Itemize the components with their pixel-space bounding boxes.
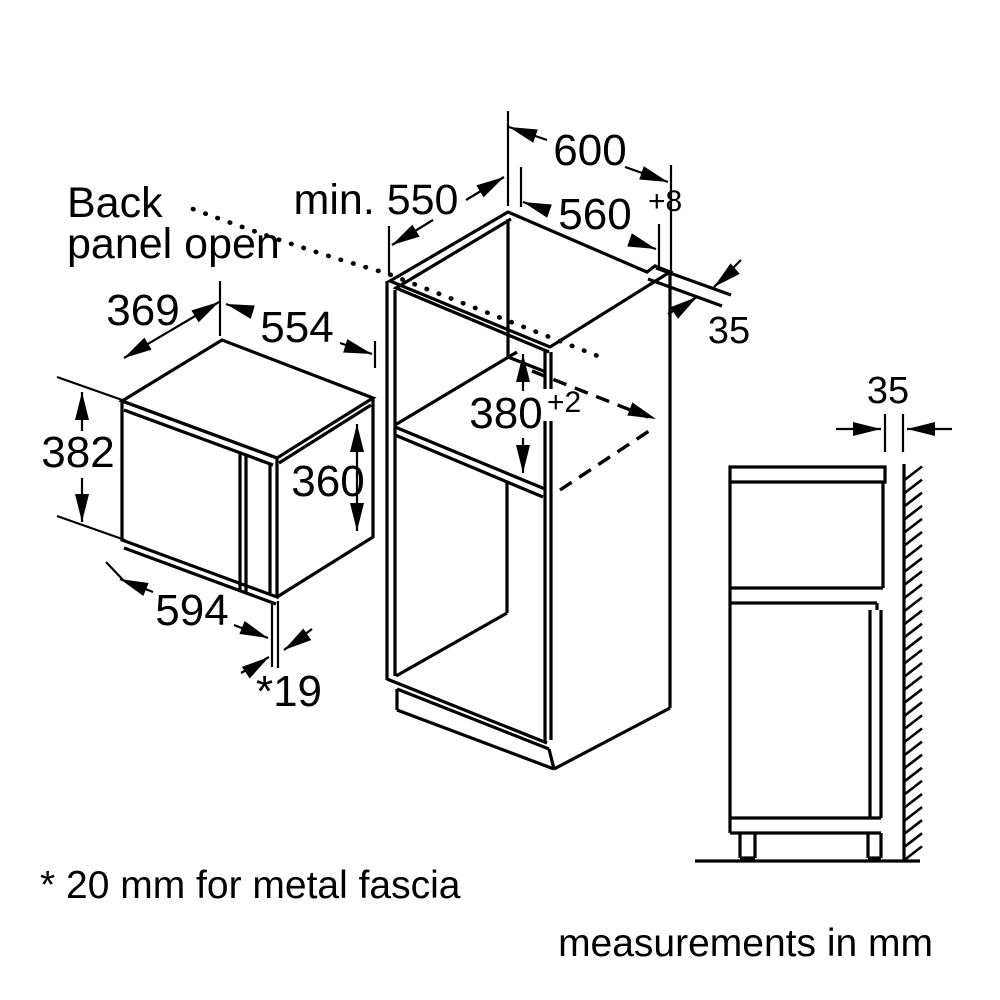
wall-hatch-stroke: [903, 727, 923, 744]
wall-hatch-stroke: [903, 609, 923, 626]
wall-hatch-stroke: [903, 661, 923, 678]
cabinet-isometric-lines: [385, 210, 732, 771]
wall-hatch-stroke: [903, 740, 923, 757]
wall-hatch-stroke: [903, 675, 923, 691]
wall-hatch-stroke: [903, 648, 923, 665]
dim-wall-clearance: 35: [867, 370, 909, 412]
back-panel-label-line2: panel open: [67, 220, 280, 268]
dim-niche-width: 560: [558, 190, 631, 239]
dim-door-protrusion: *19: [256, 667, 322, 716]
wall-hatch-stroke: [903, 701, 923, 717]
hidden-shelf-lines: [531, 369, 653, 492]
wall-hatching: [903, 465, 923, 861]
dimension-arrowheads: [75, 127, 935, 679]
wall-hatch-stroke: [903, 688, 923, 704]
wall-hatch-stroke: [903, 491, 923, 508]
wall-hatch-stroke: [903, 819, 923, 835]
wall-hatch-stroke: [903, 766, 923, 783]
footnote-units: measurements in mm: [558, 922, 933, 965]
wall-hatch-stroke: [903, 845, 923, 861]
wall-hatch-stroke: [903, 570, 923, 586]
wall-hatch-stroke: [903, 714, 923, 730]
dim-appliance-front-height: 382: [41, 428, 114, 477]
side-view-lines: [695, 464, 920, 863]
wall-hatch-stroke: [903, 779, 923, 796]
wall-hatch-stroke: [903, 832, 923, 848]
dim-niche-width-tolerance: +8: [648, 185, 682, 218]
dim-min-depth: min. 550: [294, 176, 459, 224]
dimension-labels: Back panel open min. 550 600 560 +8 35 3…: [40, 126, 933, 965]
dim-appliance-width: 594: [155, 586, 228, 635]
wall-hatch-stroke: [903, 465, 923, 482]
dim-appliance-depth: 369: [106, 286, 179, 335]
wall-hatch-stroke: [903, 557, 923, 573]
wall-hatch-stroke: [903, 478, 923, 495]
dim-niche-height: 380: [469, 389, 542, 438]
wall-hatch-stroke: [903, 544, 923, 560]
wall-hatch-stroke: [903, 792, 923, 809]
dim-niche-height-tolerance: +2: [547, 386, 581, 419]
wall-hatch-stroke: [903, 530, 923, 547]
wall-hatch-stroke: [903, 504, 923, 521]
dim-cabinet-width: 600: [553, 126, 626, 175]
footnote-fascia: * 20 mm for metal fascia: [40, 864, 461, 907]
wall-hatch-stroke: [903, 753, 923, 770]
wall-hatch-stroke: [903, 622, 923, 639]
wall-hatch-stroke: [903, 596, 923, 613]
wall-hatch-stroke: [903, 635, 923, 652]
dim-rail-depth: 35: [708, 310, 750, 352]
wall-hatch-stroke: [903, 517, 923, 534]
back-panel-label-line1: Back: [67, 179, 163, 227]
dim-appliance-body-height: 360: [291, 457, 364, 506]
wall-hatch-stroke: [903, 806, 923, 822]
wall-hatch-stroke: [903, 583, 923, 599]
dim-appliance-top-width: 554: [260, 303, 333, 352]
appliance-isometric-lines: [118, 338, 377, 606]
